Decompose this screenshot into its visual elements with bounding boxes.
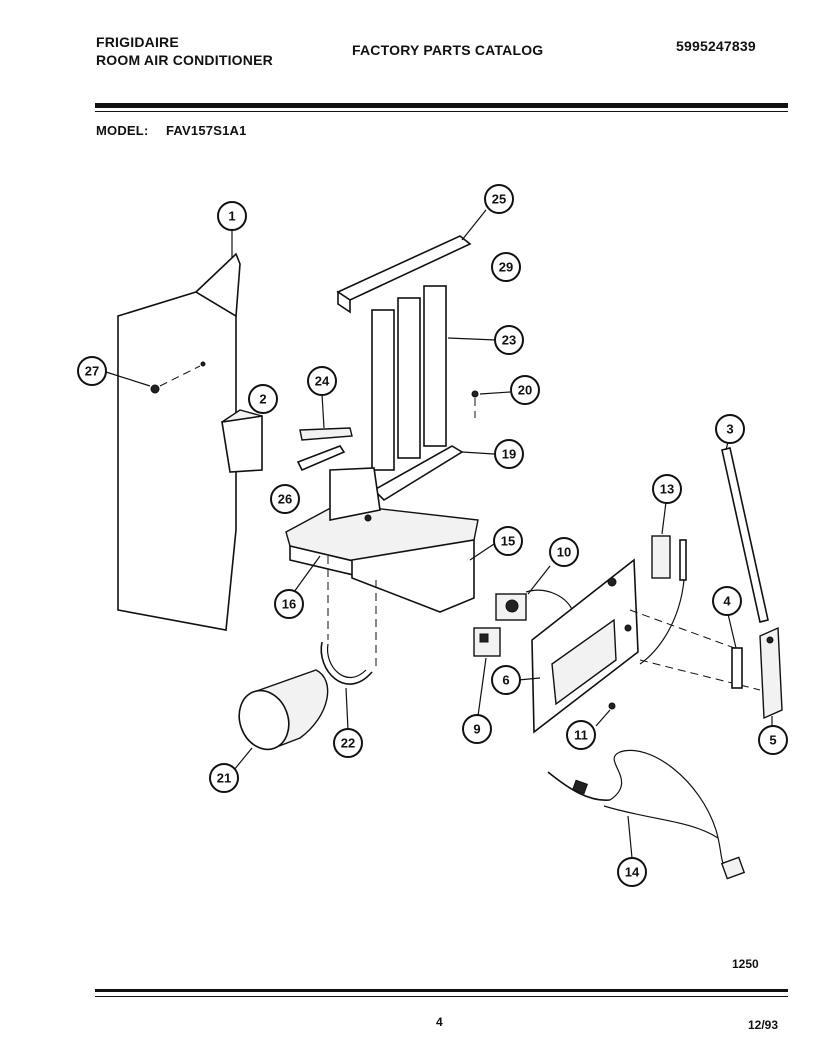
callout-19: 19 xyxy=(494,439,524,469)
callout-26: 26 xyxy=(270,484,300,514)
callout-9: 9 xyxy=(462,714,492,744)
callout-13: 13 xyxy=(652,474,682,504)
callout-24-label: 24 xyxy=(315,374,330,389)
callout-2: 2 xyxy=(248,384,278,414)
callout-27-label: 27 xyxy=(85,364,99,379)
callout-16-label: 16 xyxy=(282,597,296,612)
callout-3-label: 3 xyxy=(726,422,733,437)
catalog-title: FACTORY PARTS CATALOG xyxy=(352,42,544,58)
brand-name: FRIGIDAIRE xyxy=(96,34,179,50)
power-cord-part xyxy=(547,749,746,880)
callout-25-label: 25 xyxy=(492,192,506,207)
callout-21: 21 xyxy=(209,763,239,793)
callout-11-label: 11 xyxy=(574,728,588,743)
callout-11: 11 xyxy=(566,720,596,750)
side-panel-part xyxy=(117,230,241,631)
product-name: ROOM AIR CONDITIONER xyxy=(96,52,273,68)
model-number: FAV157S1A1 xyxy=(166,123,247,138)
callout-2-label: 2 xyxy=(259,392,266,407)
callout-29-label: 29 xyxy=(499,260,513,275)
callout-16: 16 xyxy=(274,589,304,619)
header-rule xyxy=(95,103,788,108)
rod-part xyxy=(296,393,353,472)
page-number: 4 xyxy=(436,1015,443,1029)
callout-22-label: 22 xyxy=(341,736,355,751)
callout-20-label: 20 xyxy=(518,383,532,398)
callout-20: 20 xyxy=(510,375,540,405)
callout-5: 5 xyxy=(758,725,788,755)
header-rule-thin xyxy=(95,111,788,112)
top-bracket-part xyxy=(336,209,487,314)
screw-part xyxy=(105,365,201,394)
callout-14: 14 xyxy=(617,857,647,887)
figure-code: 1250 xyxy=(732,957,759,971)
mount-bracket-part xyxy=(727,613,743,689)
callout-22: 22 xyxy=(333,728,363,758)
callout-3: 3 xyxy=(715,414,745,444)
callout-21-label: 21 xyxy=(217,771,231,786)
callout-6-label: 6 xyxy=(502,673,509,688)
callout-23: 23 xyxy=(494,325,524,355)
relay-part xyxy=(473,627,501,717)
heater-elements-part xyxy=(371,285,497,471)
bracket-part xyxy=(221,409,263,473)
callout-4: 4 xyxy=(712,586,742,616)
callout-6: 6 xyxy=(491,665,521,695)
bottom-bracket-part xyxy=(372,445,495,502)
strap-part xyxy=(320,641,373,731)
callout-1: 1 xyxy=(217,201,247,231)
callout-15: 15 xyxy=(493,526,523,556)
footer-rule-thin xyxy=(95,996,788,997)
switch-part xyxy=(495,565,575,621)
thermostat-part xyxy=(639,501,687,665)
callout-23-label: 23 xyxy=(502,333,516,348)
catalog-date: 12/93 xyxy=(748,1018,779,1032)
model-label: MODEL: xyxy=(96,123,149,138)
callout-4-label: 4 xyxy=(723,594,731,609)
screw-part-11 xyxy=(595,702,616,727)
callout-10: 10 xyxy=(549,537,579,567)
callout-1-label: 1 xyxy=(228,209,235,224)
callout-14-label: 14 xyxy=(625,865,640,880)
callout-15-label: 15 xyxy=(501,534,515,549)
callout-24: 24 xyxy=(307,366,337,396)
screw-part-20 xyxy=(471,390,511,418)
knob-mount-part xyxy=(759,626,783,728)
control-panel-part xyxy=(517,558,761,734)
callout-26-label: 26 xyxy=(278,492,292,507)
callout-13-label: 13 xyxy=(660,482,674,497)
callout-19-label: 19 xyxy=(502,447,516,462)
callout-10-label: 10 xyxy=(557,545,571,560)
callout-27: 27 xyxy=(77,356,107,386)
footer-rule xyxy=(95,989,788,992)
callout-9-label: 9 xyxy=(473,722,480,737)
capacitor-part xyxy=(233,669,329,771)
base-pan-part xyxy=(285,467,495,613)
catalog-number: 5995247839 xyxy=(676,38,756,54)
callout-29: 29 xyxy=(491,252,521,282)
callout-5-label: 5 xyxy=(769,733,776,748)
callout-25: 25 xyxy=(484,184,514,214)
